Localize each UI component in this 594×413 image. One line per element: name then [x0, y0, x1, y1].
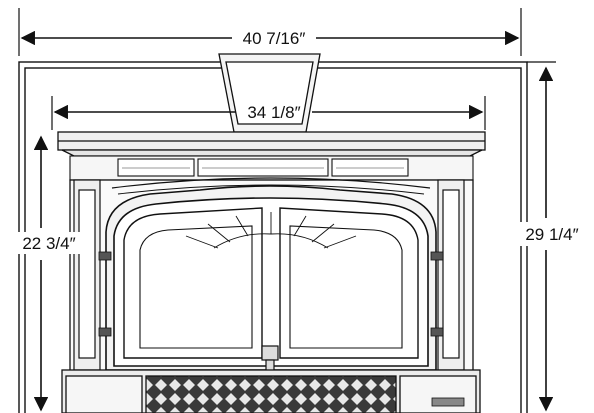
door-left — [123, 207, 263, 359]
insert-width-label: 34 1/8″ — [247, 103, 300, 122]
overall-height-dimension: 29 1/4″ — [514, 61, 592, 412]
upper-vent-band — [69, 155, 474, 181]
flue-collar — [218, 53, 321, 133]
name-badge — [431, 397, 465, 407]
door-hinges — [98, 251, 444, 337]
insert-height-label-background — [14, 232, 84, 254]
overall-width-dimension: 40 7/16″ — [18, 8, 522, 56]
overall-width-label: 40 7/16″ — [243, 29, 306, 48]
right-column — [437, 179, 465, 371]
door-sunburst — [185, 212, 357, 249]
insert-height-label: 22 3/4″ — [22, 234, 75, 253]
left-column — [73, 179, 101, 371]
mantel-top — [57, 131, 486, 157]
overall-height-label: 29 1/4″ — [525, 225, 578, 244]
insert-height-dimension: 22 3/4″ — [14, 135, 84, 412]
ash-lip-grille — [145, 375, 397, 413]
overall-height-label-background — [514, 222, 592, 246]
insert-width-dimension: 34 1/8″ — [51, 96, 486, 130]
door-right — [279, 207, 419, 359]
